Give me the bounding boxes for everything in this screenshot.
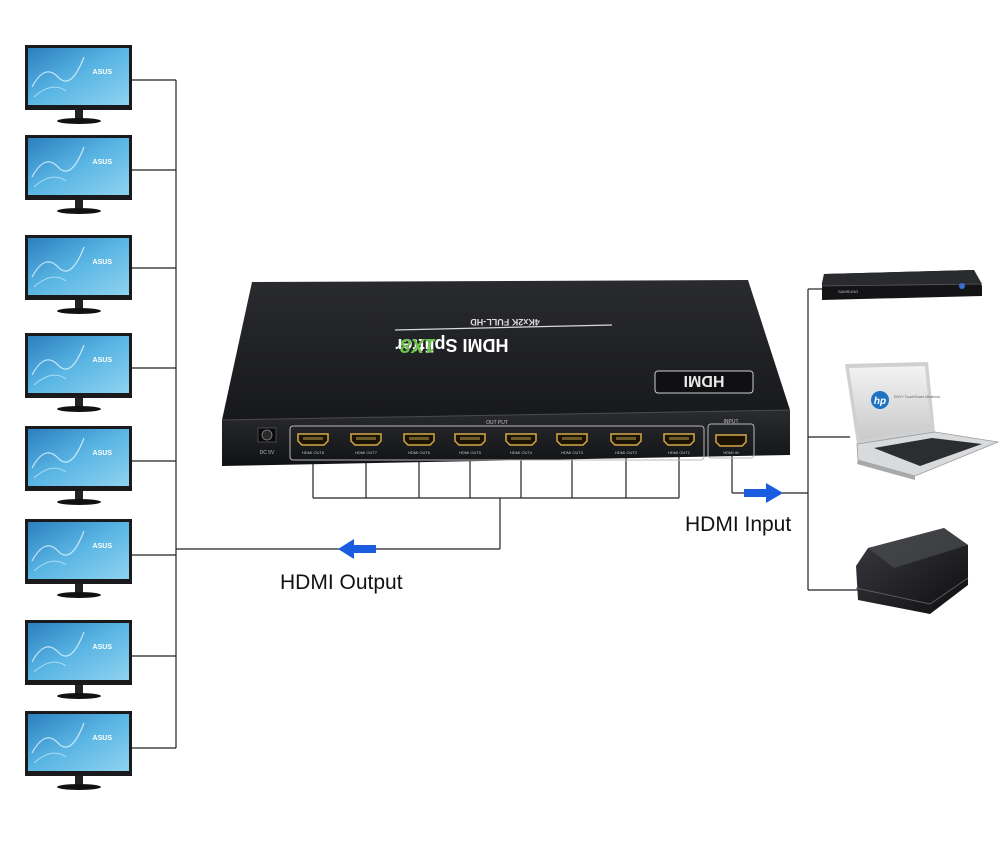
output-port-group bbox=[289, 425, 705, 461]
hdmi-output-port: HDMI OUT4 bbox=[505, 433, 537, 455]
output-ports: HDMI OUT8 HDMI OUT7 HDMI OUT6 HDMI OUT5 HDMI… bbox=[297, 433, 695, 455]
svg-text:HDMI: HDMI bbox=[684, 372, 725, 389]
hdmi-output-label: HDMI Output bbox=[280, 571, 403, 594]
input-group-label: INPUT bbox=[724, 419, 739, 425]
hdmi-output-port: HDMI OUT6 bbox=[403, 433, 435, 455]
monitor: ASUS bbox=[25, 711, 132, 790]
monitor-brand: ASUS bbox=[93, 644, 113, 651]
hdmi-output-port: HDMI OUT8 bbox=[297, 433, 329, 455]
output-group-label: OUT PUT bbox=[486, 420, 508, 426]
input-arrow bbox=[744, 483, 783, 503]
hdmi-input-port: HDMI IN bbox=[715, 434, 747, 455]
monitor-brand: ASUS bbox=[93, 69, 113, 76]
output-arrow bbox=[338, 539, 376, 559]
monitor: ASUS bbox=[25, 45, 132, 124]
hdmi-splitter: 4Kx2K FULL-HD HDMI Splitter 1X8 HDMI DC … bbox=[221, 280, 791, 466]
dc-label: DC 5V bbox=[260, 450, 275, 456]
output-port-label: HDMI OUT6 bbox=[408, 450, 431, 455]
hdmi-output-port: HDMI OUT7 bbox=[350, 433, 382, 455]
monitor-brand: ASUS bbox=[93, 159, 113, 166]
output-port-label: HDMI OUT1 bbox=[668, 450, 691, 455]
output-port-label: HDMI OUT8 bbox=[302, 450, 325, 455]
spec-text: 4Kx2K FULL-HD bbox=[470, 317, 540, 327]
output-port-label: HDMI OUT2 bbox=[615, 450, 638, 455]
bluray-player: SAMSUNG bbox=[821, 270, 983, 300]
bluray-brand: SAMSUNG bbox=[838, 289, 858, 294]
monitor-screen bbox=[28, 623, 129, 680]
hdmi-output-port: HDMI OUT3 bbox=[556, 433, 588, 455]
monitor-screen bbox=[28, 48, 129, 105]
monitor-brand: ASUS bbox=[93, 357, 113, 364]
hdmi-output-port: HDMI OUT1 bbox=[663, 433, 695, 455]
monitor-brand: ASUS bbox=[93, 259, 113, 266]
monitor: ASUS bbox=[25, 333, 132, 412]
product-name-text: HDMI Splitter bbox=[395, 335, 508, 355]
monitor-brand: ASUS bbox=[93, 543, 113, 550]
laptop-screen-text: ENVY TouchSmart Ultrabook bbox=[894, 395, 940, 399]
monitor: ASUS bbox=[25, 620, 132, 699]
monitor: ASUS bbox=[25, 519, 132, 598]
monitor-screen bbox=[28, 429, 129, 486]
svg-text:HDMI IN: HDMI IN bbox=[723, 450, 738, 455]
monitor: ASUS bbox=[25, 426, 132, 505]
output-port-label: HDMI OUT5 bbox=[459, 450, 482, 455]
monitor: ASUS bbox=[25, 235, 132, 314]
monitor-brand: ASUS bbox=[93, 735, 113, 742]
monitor-screen bbox=[28, 336, 129, 393]
monitor-screen bbox=[28, 138, 129, 195]
output-port-label: HDMI OUT4 bbox=[510, 450, 533, 455]
output-port-label: HDMI OUT7 bbox=[355, 450, 378, 455]
monitor-screen bbox=[28, 714, 129, 771]
monitor-screen bbox=[28, 522, 129, 579]
game-console bbox=[855, 528, 969, 614]
monitor: ASUS bbox=[25, 135, 132, 214]
hdmi-logo: HDMI bbox=[654, 370, 754, 394]
dc-power-jack: DC 5V bbox=[257, 427, 277, 456]
input-port-group bbox=[707, 423, 755, 459]
hdmi-output-port: HDMI OUT2 bbox=[610, 433, 642, 455]
splitter-top-face bbox=[222, 280, 790, 420]
monitor-screen bbox=[28, 238, 129, 295]
product-model-text: 1X8 bbox=[399, 334, 435, 356]
monitor-brand: ASUS bbox=[93, 450, 113, 457]
output-port-label: HDMI OUT3 bbox=[561, 450, 584, 455]
laptop: hp ENVY TouchSmart Ultrabook bbox=[845, 362, 1000, 480]
monitor-column: ASUS ASUS ASUS ASUS ASUS ASUS ASUS ASUS bbox=[25, 45, 132, 790]
hdmi-input-label: HDMI Input bbox=[685, 513, 792, 536]
hdmi-output-port: HDMI OUT5 bbox=[454, 433, 486, 455]
laptop-brand: hp bbox=[874, 396, 886, 407]
